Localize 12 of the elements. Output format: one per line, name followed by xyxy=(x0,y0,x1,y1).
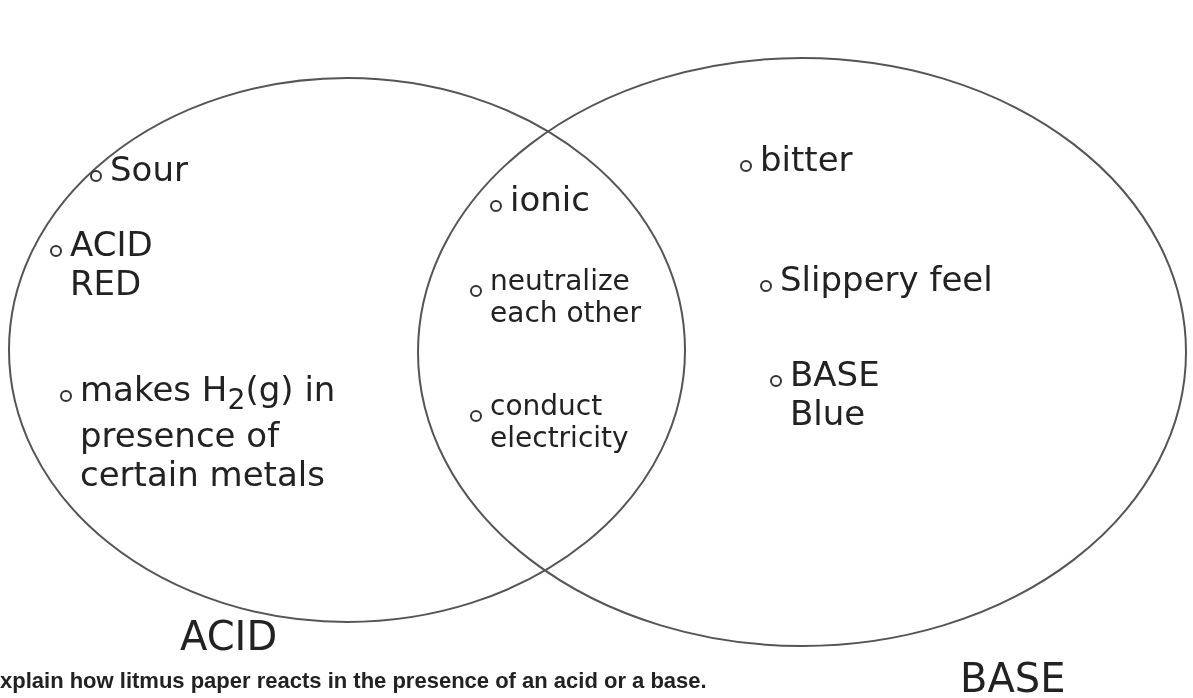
list-item: Slippery feel xyxy=(780,260,993,300)
list-item: Sour xyxy=(110,150,188,190)
list-item: makes H$_{2}$(g) in presence of certain metals xyxy=(80,370,337,495)
list-item: neutralize each other xyxy=(490,265,643,330)
list-item: conduct electricity xyxy=(490,390,630,455)
list-item: bitter xyxy=(760,140,853,180)
question-text: xplain how litmus paper reacts in the presence of an acid or a base. xyxy=(0,668,707,694)
list-item: ACID RED xyxy=(70,225,154,304)
set-title: BASE xyxy=(960,655,1066,698)
list-item: BASE Blue xyxy=(790,355,881,434)
list-item: ionic xyxy=(510,180,590,220)
set-title: ACID xyxy=(180,613,278,659)
